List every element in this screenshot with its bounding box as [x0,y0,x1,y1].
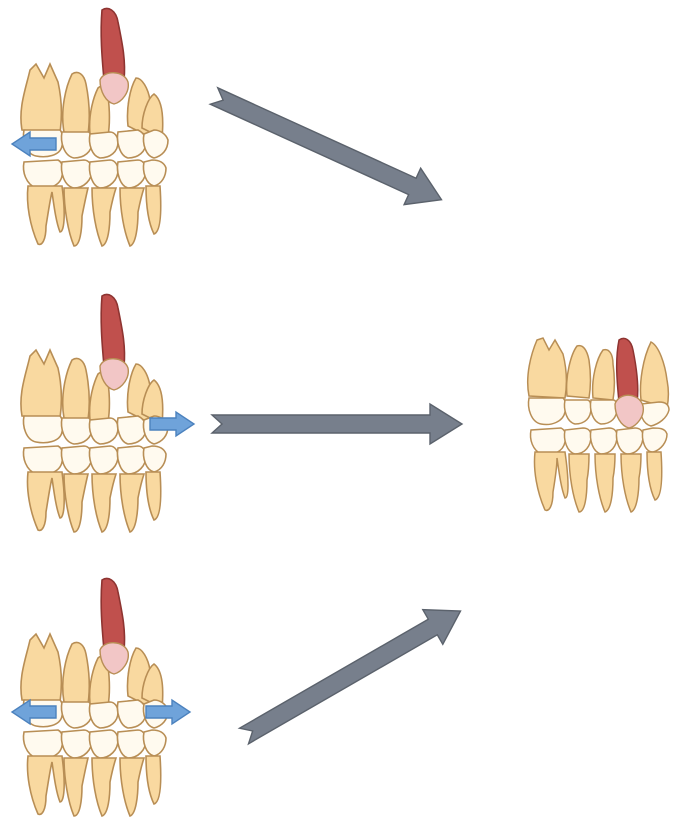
flow-arrow-top-icon [206,78,450,218]
flow-arrow-middle-icon [212,404,462,444]
flow-arrow-bottom-icon [234,594,471,754]
